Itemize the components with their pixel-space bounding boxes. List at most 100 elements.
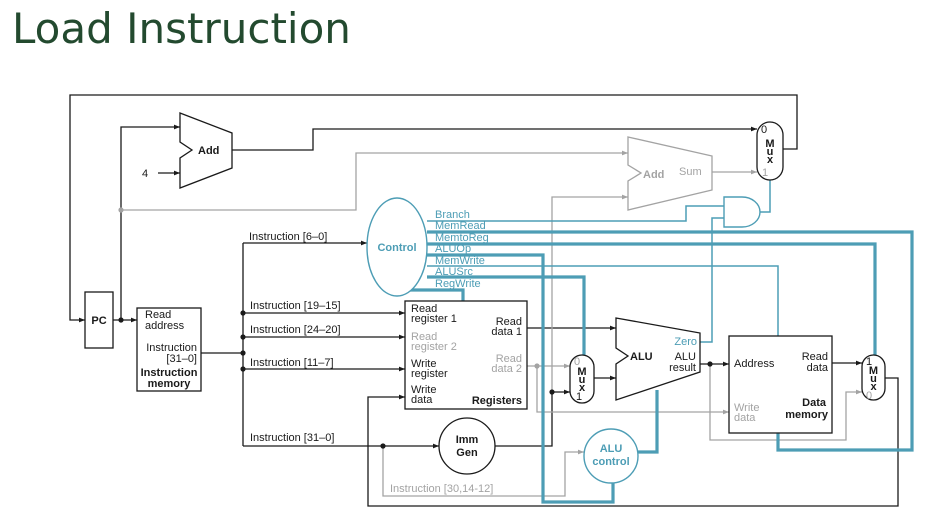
alu-control-line2: control bbox=[592, 456, 629, 468]
junction-dot bbox=[707, 361, 713, 367]
slide-title: Load Instruction bbox=[12, 4, 351, 53]
reg-write-register-line1: Write bbox=[411, 358, 436, 370]
junction-dot bbox=[240, 366, 246, 372]
label-instruction-24-20: Instruction [24–20] bbox=[250, 324, 341, 336]
control-wire-memwrite bbox=[427, 265, 779, 336]
wb-mux-label-u: u bbox=[870, 373, 877, 385]
pc-mux-label-m: M bbox=[765, 138, 774, 150]
imem-instruction-line2: [31–0] bbox=[166, 353, 197, 365]
dmem-read-data-line1: Read bbox=[802, 351, 828, 363]
reg-read-register-2-line1: Read bbox=[411, 331, 437, 343]
junction-dot bbox=[240, 334, 246, 340]
imem-name-line1: Instruction bbox=[141, 367, 198, 379]
wire-funct-to-alucontrol bbox=[382, 446, 584, 497]
label-instruction-30-14-12: Instruction [30,14-12] bbox=[390, 483, 493, 495]
alu-result-line2: result bbox=[669, 362, 696, 374]
pc-adder-label: Add bbox=[198, 145, 219, 157]
alu-label: ALU bbox=[630, 351, 653, 363]
instruction-memory: Read address Instruction [31–0] Instruct… bbox=[136, 307, 202, 392]
branch-adder: Add Sum bbox=[627, 136, 713, 211]
dmem-write-data-line1: Write bbox=[734, 402, 759, 414]
register-file: Read register 1 Read register 2 Write re… bbox=[404, 300, 528, 410]
wire-pc-to-adder bbox=[120, 124, 180, 320]
pc-mux: 0 M u x 1 bbox=[756, 121, 784, 181]
reg-write-register-line2: register bbox=[411, 368, 448, 380]
control-wire-zero bbox=[700, 217, 724, 343]
junction-dot bbox=[118, 317, 124, 323]
label-instruction-11-7: Instruction [11–7] bbox=[250, 357, 334, 369]
alu-mux-label-x: x bbox=[579, 382, 586, 394]
wire-alu-result-bypass bbox=[709, 364, 862, 441]
signal-memwrite: MemWrite bbox=[435, 255, 485, 267]
dmem-address: Address bbox=[734, 358, 775, 370]
alu-zero-label: Zero bbox=[674, 336, 697, 348]
junction-dot bbox=[118, 207, 124, 213]
junction-dot bbox=[240, 350, 246, 356]
alu-result-line1: ALU bbox=[675, 351, 696, 363]
pc-mux-label-x: x bbox=[767, 154, 774, 166]
dmem-read-data-line2: data bbox=[807, 362, 829, 374]
wb-mux-input-1: 1 bbox=[866, 356, 872, 368]
dmem-name-line2: memory bbox=[785, 409, 829, 421]
junction-dot bbox=[240, 310, 246, 316]
dmem-write-data-line2: data bbox=[734, 412, 756, 424]
imm-gen-line2: Gen bbox=[456, 447, 478, 459]
imem-read-address-line1: Read bbox=[145, 309, 171, 321]
control-wire-memtoreg bbox=[427, 242, 877, 356]
alu: ALU Zero ALU result bbox=[615, 317, 701, 401]
alu-mux-input-1: 1 bbox=[576, 391, 582, 403]
label-instruction-19-15: Instruction [19–15] bbox=[250, 300, 341, 312]
alu-src-mux: 0 M u x 1 bbox=[569, 354, 595, 404]
reg-write-data-line2: data bbox=[411, 394, 433, 406]
wire-writeback bbox=[367, 377, 899, 507]
alu-mux-label-m: M bbox=[577, 366, 586, 378]
wb-mux-label-x: x bbox=[870, 381, 877, 393]
wire-immgen-to-alumux bbox=[495, 389, 570, 447]
alu-mux-label-u: u bbox=[579, 374, 586, 386]
control-unit: Control bbox=[366, 197, 428, 297]
control-wire-regwrite bbox=[410, 288, 465, 301]
control-wire-aluop bbox=[427, 253, 615, 504]
reg-read-data-1-line1: Read bbox=[496, 316, 522, 328]
imm-gen: Imm Gen bbox=[438, 417, 496, 475]
constant-four: 4 bbox=[142, 168, 148, 180]
dmem-name-line1: Data bbox=[802, 397, 827, 409]
wire-imm-to-branch-adder bbox=[551, 194, 628, 392]
wire-rd2-to-write-data bbox=[536, 366, 729, 415]
branch-adder-label: Add bbox=[643, 169, 664, 181]
signal-memtoreg: MemtoReg bbox=[435, 232, 489, 244]
reg-read-data-2-line1: Read bbox=[496, 353, 522, 365]
signal-alusrc: ALUSrc bbox=[435, 266, 473, 278]
branch-adder-sum: Sum bbox=[679, 166, 702, 178]
pc-mux-input-1: 1 bbox=[762, 167, 768, 179]
pc-register: PC bbox=[84, 291, 114, 349]
alu-mux-input-0: 0 bbox=[574, 356, 580, 368]
control-wire-branch bbox=[427, 205, 724, 222]
junction-dot bbox=[380, 443, 386, 449]
pc-adder: Add bbox=[179, 112, 233, 189]
reg-read-data-2-line2: data 2 bbox=[491, 363, 522, 375]
and-gate bbox=[723, 196, 761, 228]
imm-gen-line1: Imm bbox=[456, 434, 479, 446]
wb-mux-input-0: 0 bbox=[866, 390, 872, 402]
control-wire-alu-operation bbox=[638, 390, 659, 454]
wb-mux-label-m: M bbox=[869, 365, 878, 377]
label-instruction-31-0: Instruction [31–0] bbox=[250, 432, 334, 444]
pc-label: PC bbox=[91, 315, 106, 327]
signal-memread: MemRead bbox=[435, 220, 486, 232]
control-wire-memread bbox=[427, 230, 914, 452]
data-memory: Address Read data Write data Data memory bbox=[728, 335, 833, 434]
wire-adder-to-pcmux bbox=[232, 126, 757, 151]
control-label: Control bbox=[377, 242, 416, 254]
mem-to-reg-mux: 1 M u x 0 bbox=[861, 354, 886, 402]
signal-branch: Branch bbox=[435, 209, 470, 221]
control-wire-and-out bbox=[760, 180, 771, 213]
imem-read-address-line2: address bbox=[145, 320, 185, 332]
signal-regwrite: RegWrite bbox=[435, 278, 481, 290]
reg-read-register-1-line2: register 1 bbox=[411, 313, 457, 325]
reg-read-register-1-line1: Read bbox=[411, 303, 437, 315]
pc-mux-label-u: u bbox=[767, 146, 774, 158]
reg-read-data-1-line2: data 1 bbox=[491, 326, 522, 338]
wire-pc-next-loop bbox=[69, 94, 798, 323]
